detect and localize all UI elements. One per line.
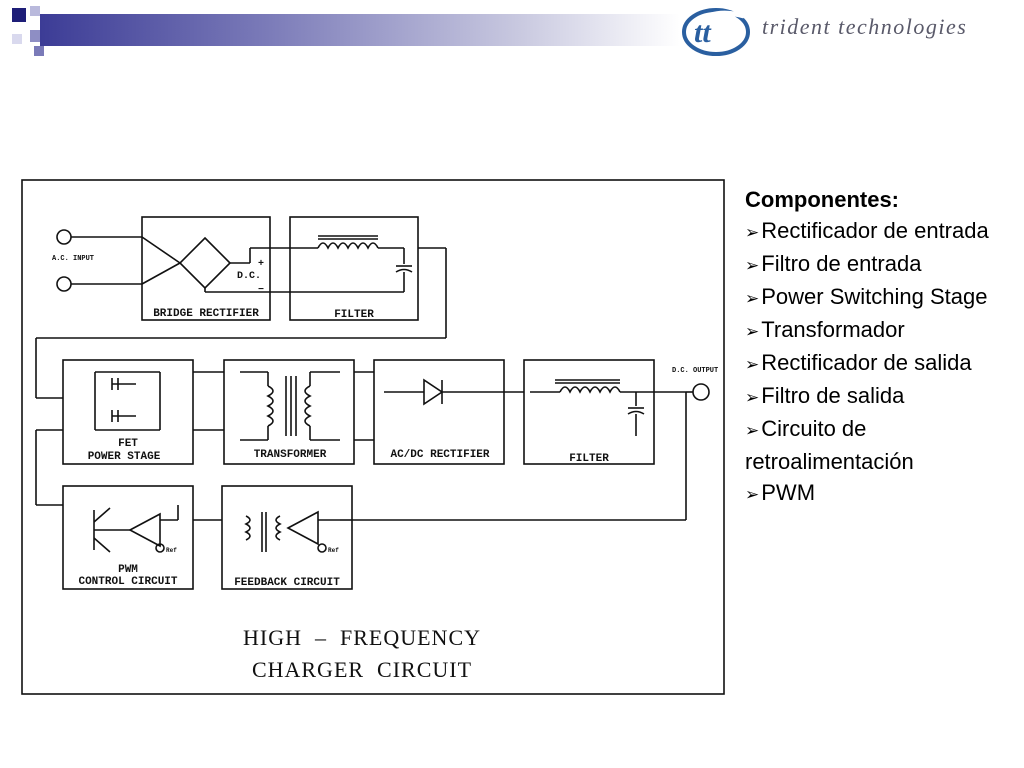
- ac-input-terminal: [56, 276, 72, 292]
- tt-swoosh-logo-icon: tt: [682, 8, 750, 56]
- arrow-bullet-icon: ➢: [745, 223, 760, 242]
- list-item: ➢PWM: [745, 480, 816, 505]
- list-item: ➢Transformador: [745, 317, 905, 342]
- arrow-bullet-icon: ➢: [745, 289, 760, 308]
- decor-square: [34, 46, 44, 56]
- arrow-bullet-icon: ➢: [745, 256, 760, 275]
- components-list: Componentes: ➢Rectificador de entrada ➢F…: [745, 184, 1020, 510]
- feedback-circuit-label: FEEDBACK CIRCUIT: [234, 577, 340, 589]
- decor-square: [30, 30, 42, 42]
- arrow-bullet-icon: ➢: [745, 421, 760, 440]
- list-item: ➢Rectificador de entrada: [745, 218, 989, 243]
- components-title: Componentes:: [745, 187, 899, 212]
- gradient-band: [40, 14, 680, 46]
- arrow-bullet-icon: ➢: [745, 322, 760, 341]
- minus-label: −: [258, 285, 264, 296]
- dc-output-label: D.C. OUTPUT: [672, 367, 718, 375]
- list-item: ➢Power Switching Stage: [745, 284, 988, 309]
- decor-square: [12, 8, 26, 22]
- control-circuit-label: CONTROL CIRCUIT: [78, 576, 177, 588]
- block-bridge-rectifier: [141, 216, 271, 321]
- block-acdc-rectifier: [373, 359, 505, 465]
- caption-line2: CHARGER CIRCUIT: [252, 657, 472, 682]
- svg-text:tt: tt: [694, 16, 712, 49]
- brand-name: trident technologies: [762, 14, 968, 39]
- block-pwm-control-circuit: [62, 485, 194, 590]
- block-filter-bottom: [523, 359, 655, 465]
- block-feedback-circuit: [221, 485, 353, 590]
- filter-bottom-label: FILTER: [569, 453, 609, 465]
- dc-label: D.C.: [237, 271, 261, 282]
- transformer-label: TRANSFORMER: [254, 449, 327, 461]
- decor-square: [30, 6, 40, 16]
- arrow-bullet-icon: ➢: [745, 355, 760, 374]
- list-item: ➢Circuito de retroalimentación: [745, 416, 914, 474]
- diagram-frame: [21, 179, 725, 695]
- list-item: ➢Filtro de entrada: [745, 251, 922, 276]
- list-item: ➢Filtro de salida: [745, 383, 905, 408]
- bridge-rectifier-label: BRIDGE RECTIFIER: [153, 308, 259, 320]
- plus-label: +: [258, 259, 264, 270]
- list-item: ➢Rectificador de salida: [745, 350, 972, 375]
- power-stage-label: POWER STAGE: [88, 451, 161, 463]
- ac-input-terminal: [56, 229, 72, 245]
- caption-line1: HIGH – FREQUENCY: [243, 625, 481, 650]
- block-filter-top: [289, 216, 419, 321]
- block-transformer: [223, 359, 355, 465]
- arrow-bullet-icon: ➢: [745, 388, 760, 407]
- header-band: tt trident technologies: [0, 0, 1024, 64]
- decor-square: [12, 34, 22, 44]
- ref-label: Ref: [328, 547, 339, 554]
- arrow-bullet-icon: ➢: [745, 485, 760, 504]
- ref-label: Ref: [166, 547, 177, 554]
- block-fet-power-stage: [62, 359, 194, 465]
- ac-input-label: A.C. INPUT: [52, 255, 94, 263]
- pwm-label: PWM: [118, 564, 138, 576]
- filter-top-label: FILTER: [334, 309, 374, 321]
- dc-output-terminal: [692, 383, 710, 401]
- acdc-rectifier-label: AC/DC RECTIFIER: [390, 449, 489, 461]
- fet-label: FET: [118, 438, 138, 450]
